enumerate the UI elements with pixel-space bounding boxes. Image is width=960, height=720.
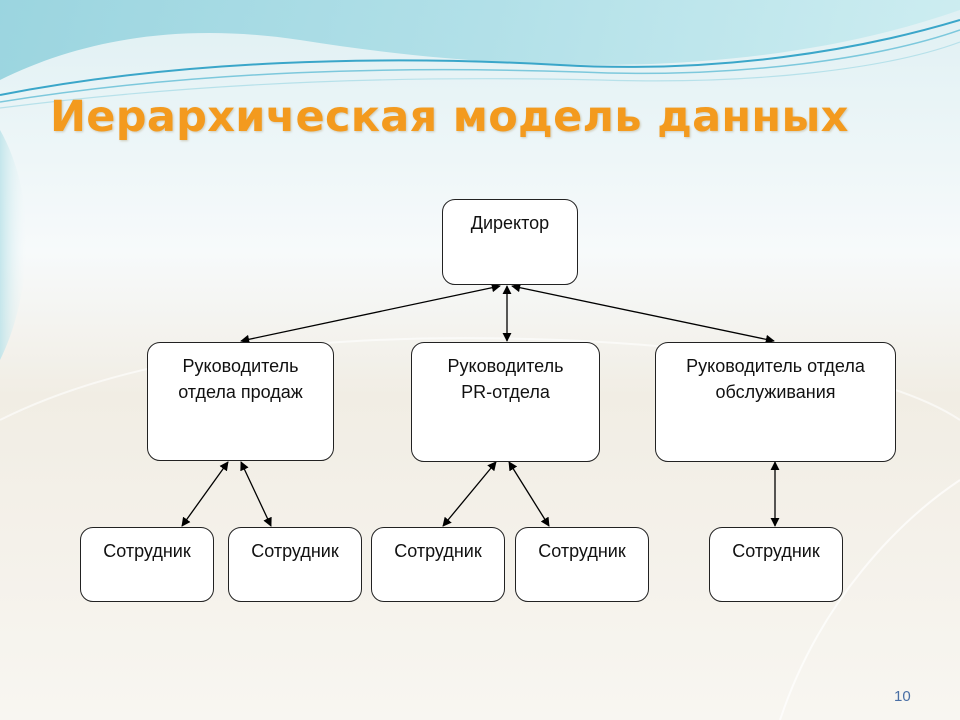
edge-director-sales-head	[240, 283, 501, 344]
edge-director-service-head	[511, 283, 775, 344]
node-employee-2: Сотрудник	[228, 527, 362, 602]
edge-sales-head-employee-1	[181, 461, 229, 527]
node-employee-4: Сотрудник	[515, 527, 649, 602]
node-employee-1: Сотрудник	[80, 527, 214, 602]
node-director: Директор	[442, 199, 578, 285]
node-service-head: Руководитель отдела обслуживания	[655, 342, 896, 462]
node-employee-5: Сотрудник	[709, 527, 843, 602]
node-sales-head: Руководитель отдела продаж	[147, 342, 334, 461]
edge-sales-head-employee-2	[240, 461, 272, 527]
node-pr-head: Руководитель PR-отдела	[411, 342, 600, 462]
node-employee-3: Сотрудник	[371, 527, 505, 602]
page-number: 10	[894, 688, 911, 705]
slide-title: Иерархическая модель данных	[50, 92, 849, 142]
edge-pr-head-employee-3	[442, 461, 497, 527]
edge-pr-head-employee-4	[508, 461, 550, 527]
